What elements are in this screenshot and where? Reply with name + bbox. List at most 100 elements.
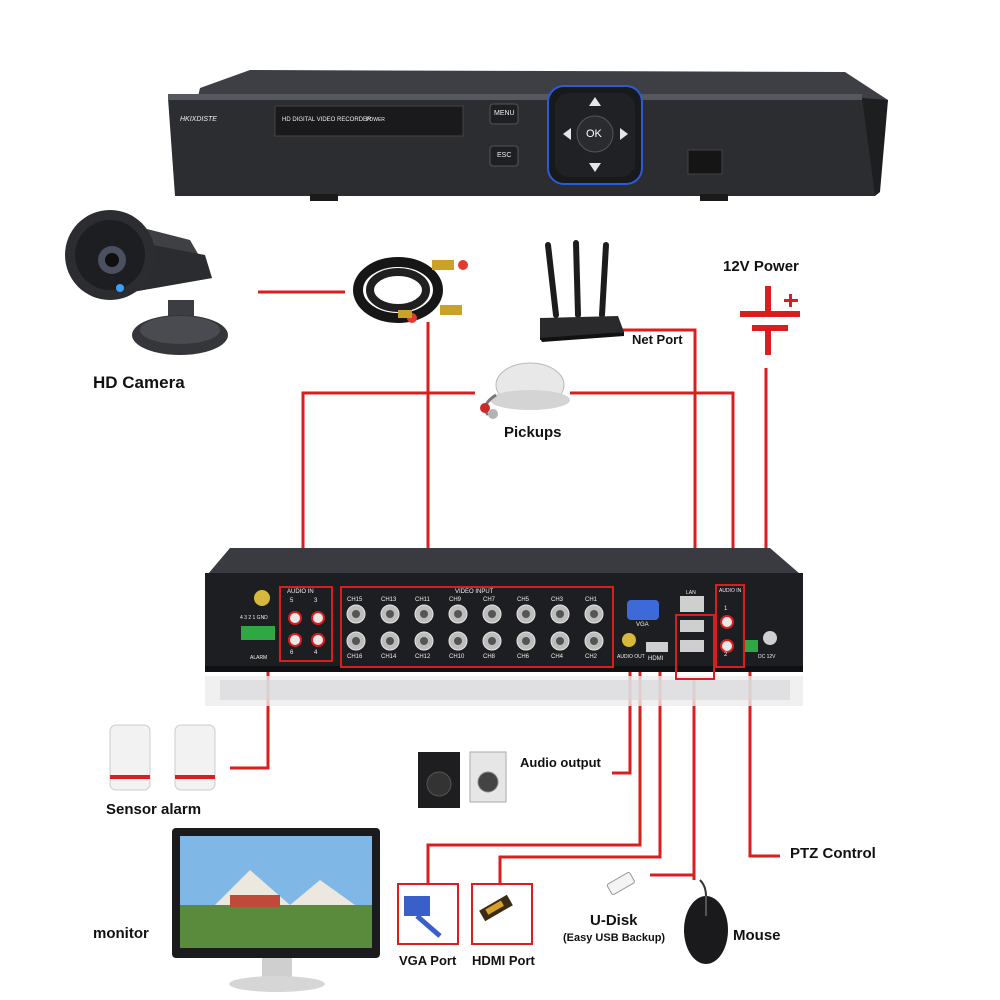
- mouse-label: Mouse: [733, 927, 781, 944]
- audio-in-right-label: AUDIO IN: [719, 588, 742, 594]
- udisk-sub-label: (Easy USB Backup): [563, 932, 666, 944]
- bnc-pin: [590, 610, 598, 618]
- rear-ports: [241, 590, 777, 653]
- audio-in-left-box: [279, 586, 333, 662]
- hdmi-cable-icon: [479, 894, 513, 922]
- bnc-pin: [454, 610, 462, 618]
- hd-camera-image: [65, 210, 228, 355]
- brand-logo: HKIXDISTE: [180, 116, 217, 123]
- audio-out-label: AUDIO OUT: [617, 654, 645, 660]
- up-arrow-icon: [589, 97, 601, 106]
- channel-label: CH4: [551, 654, 564, 660]
- battery-symbol-icon: [740, 286, 800, 355]
- channel-label: CH15: [347, 597, 363, 603]
- channel-label: CH6: [517, 654, 530, 660]
- usb-box: [675, 614, 715, 680]
- lan-label: LAN: [686, 590, 696, 596]
- channel-label: CH2: [585, 654, 598, 660]
- lan-connector: [680, 596, 704, 612]
- channel-label: CH1: [585, 597, 598, 603]
- audio-num-4: 4: [314, 650, 318, 656]
- channel-label: CH14: [381, 654, 397, 660]
- pickup-right-wire: [570, 391, 735, 585]
- udisk-label: U-Disk: [590, 912, 638, 929]
- vga-label: VGA: [636, 622, 649, 628]
- video-input-box: [340, 586, 614, 668]
- router-to-lan-wire: [618, 328, 697, 593]
- bnc-pin: [522, 637, 530, 645]
- bnc-pin: [488, 637, 496, 645]
- hdmi-label: HDMI: [648, 656, 664, 662]
- right-arrow-icon: [620, 128, 628, 140]
- pickup-microphone-image: [480, 362, 570, 419]
- bnc-pin: [556, 637, 564, 645]
- video-input-label: VIDEO INPUT: [455, 589, 494, 595]
- dvr-front-unit: [168, 70, 888, 201]
- bnc-pin: [386, 610, 394, 618]
- bnc-pin: [352, 610, 360, 618]
- bnc-pin: [420, 637, 428, 645]
- vga-port-box: [397, 883, 459, 945]
- audio-output-label: Audio output: [520, 755, 601, 770]
- bnc-pin: [454, 637, 462, 645]
- audio-num-6: 6: [290, 650, 294, 656]
- down-arrow-icon: [589, 163, 601, 172]
- audio-in-left-label: AUDIO IN: [287, 589, 314, 595]
- hdmi-port-box: [471, 883, 533, 945]
- alarm-terminal: [241, 626, 275, 640]
- channel-label: CH8: [483, 654, 496, 660]
- alarm-pins-label: 4 3 2 1 GND: [240, 615, 268, 621]
- audio-num-1: 1: [724, 606, 728, 612]
- sensor-alarm-image: [109, 724, 216, 791]
- vga-cable-icon: [404, 896, 442, 938]
- usb-connector-1: [680, 620, 704, 632]
- monitor-label: monitor: [93, 925, 149, 942]
- speakers-image: [418, 751, 507, 808]
- vga-port-label: VGA Port: [399, 953, 457, 968]
- ok-button[interactable]: OK: [586, 128, 602, 140]
- ptz-wire: [748, 668, 780, 858]
- hdmi-connector: [646, 642, 668, 652]
- hd-camera-label: HD Camera: [93, 373, 185, 392]
- bnc-pin: [420, 610, 428, 618]
- bnc-cable-image: [353, 257, 468, 323]
- channel-label: CH12: [415, 654, 431, 660]
- bnc-pin: [556, 610, 564, 618]
- usb-connector-2: [680, 640, 704, 652]
- sensor-alarm-label: Sensor alarm: [106, 801, 202, 818]
- channel-label: CH5: [517, 597, 530, 603]
- mouse-image: [684, 879, 728, 964]
- hdmi-port-label: HDMI Port: [472, 953, 535, 968]
- pickup-left-wire: [301, 391, 475, 590]
- power-text: POWER: [366, 117, 385, 123]
- ptz-control-label: PTZ Control: [790, 845, 876, 862]
- vga-connector: [627, 600, 659, 620]
- pickups-label: Pickups: [504, 424, 562, 441]
- dc-label: DC 12V: [758, 654, 776, 660]
- channel-label: CH11: [415, 597, 430, 603]
- audio-in-right-box: [715, 584, 745, 668]
- vga-wire: [426, 668, 642, 883]
- alarm-label: ALARM: [250, 655, 268, 661]
- model-text: HD DIGITAL VIDEO RECORDER: [282, 117, 372, 123]
- monitor-image: [172, 828, 380, 992]
- router-image: [540, 240, 624, 342]
- bnc-pin: [488, 610, 496, 618]
- channel-label: CH10: [449, 654, 465, 660]
- bnc-pin: [590, 637, 598, 645]
- channel-label: CH7: [483, 597, 496, 603]
- bnc-pin: [352, 637, 360, 645]
- power-12v-label: 12V Power: [723, 258, 799, 275]
- audio-num-3: 3: [314, 598, 318, 604]
- bnc-pin: [522, 610, 530, 618]
- bnc-connectors: [346, 604, 604, 651]
- udisk-image: [606, 872, 635, 895]
- esc-button[interactable]: ESC: [497, 152, 512, 159]
- audio-num-2: 2: [724, 652, 728, 658]
- bnc-pin: [386, 637, 394, 645]
- channel-label: CH13: [381, 597, 397, 603]
- menu-button[interactable]: MENU: [494, 110, 515, 117]
- left-arrow-icon: [563, 128, 571, 140]
- hdmi-wire: [498, 668, 662, 883]
